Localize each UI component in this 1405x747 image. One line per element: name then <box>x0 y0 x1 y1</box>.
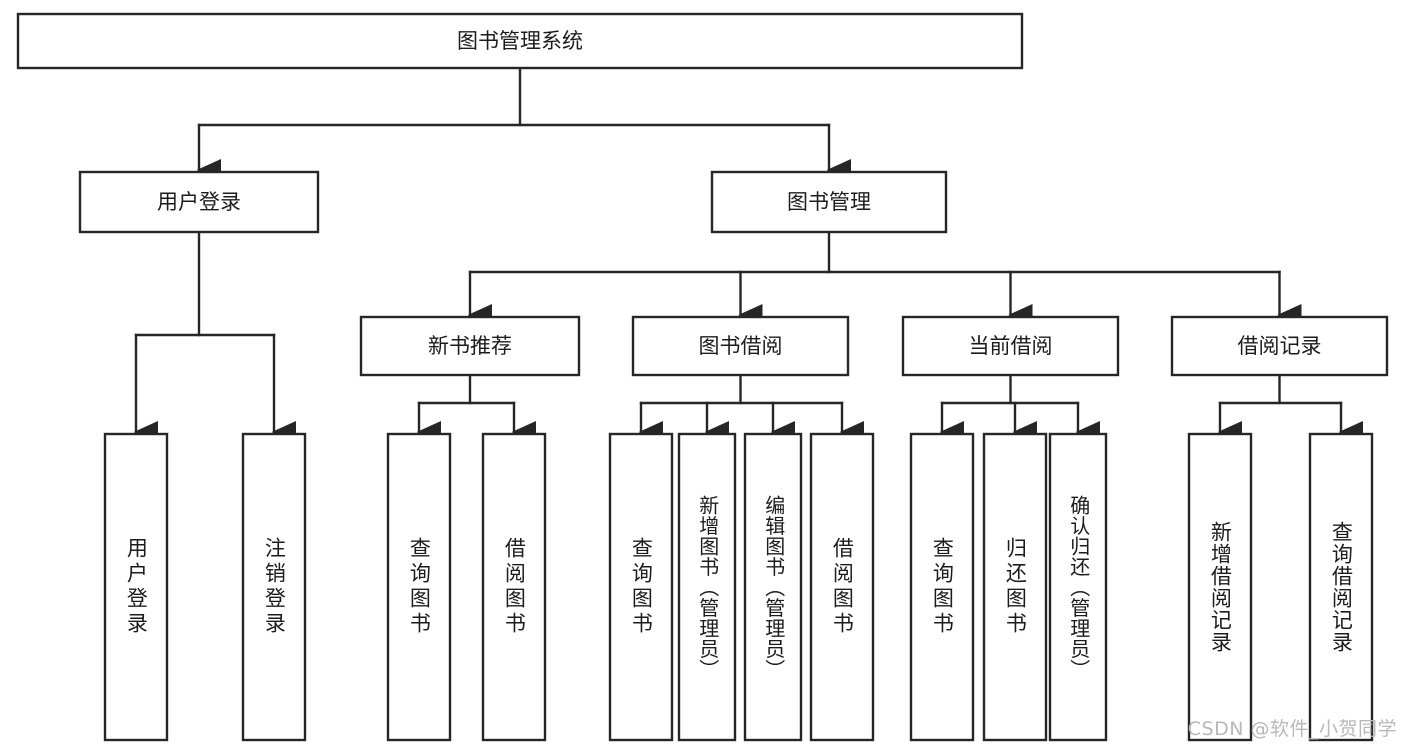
leaf-leaf-edit-book[interactable] <box>743 432 803 742</box>
leaf-leaf-borrow-book-rec[interactable] <box>481 432 547 742</box>
leaf-leaf-confirm-return[interactable] <box>1048 432 1108 742</box>
node-book-management[interactable] <box>710 170 948 234</box>
node-label-new-book-recommend: 新书推荐 <box>428 334 512 358</box>
node-label-borrow-record: 借阅记录 <box>1238 334 1322 358</box>
leaf-leaf-query-book-current[interactable] <box>909 432 975 742</box>
leaf-leaf-return-book[interactable] <box>982 432 1048 742</box>
node-boxes <box>16 12 1389 742</box>
leaf-leaf-query-book-borrow[interactable] <box>608 432 674 742</box>
connector-lines <box>133 66 1363 443</box>
node-label-book-management: 图书管理 <box>787 190 871 214</box>
node-label-user-login: 用户登录 <box>157 190 241 214</box>
node-user-login[interactable] <box>78 170 320 234</box>
leaf-leaf-user-login[interactable] <box>103 432 169 742</box>
leaf-leaf-query-book-rec[interactable] <box>386 432 452 742</box>
watermark-text: CSDN @软件_小贺同学 <box>1187 718 1397 740</box>
node-label-current-borrow: 当前借阅 <box>969 334 1053 358</box>
node-label-root: 图书管理系统 <box>457 29 583 53</box>
leaf-leaf-query-record[interactable] <box>1308 432 1374 742</box>
node-root[interactable] <box>16 12 1024 70</box>
node-borrow-record[interactable] <box>1170 315 1389 377</box>
node-current-borrow[interactable] <box>901 315 1120 377</box>
node-book-borrow[interactable] <box>631 315 850 377</box>
leaf-leaf-add-record[interactable] <box>1187 432 1253 742</box>
node-new-book-recommend[interactable] <box>359 315 581 377</box>
leaf-leaf-add-book[interactable] <box>677 432 737 742</box>
leaf-leaf-logout[interactable] <box>241 432 307 742</box>
leaf-leaf-borrow-book[interactable] <box>809 432 875 742</box>
node-label-book-borrow: 图书借阅 <box>699 334 783 358</box>
